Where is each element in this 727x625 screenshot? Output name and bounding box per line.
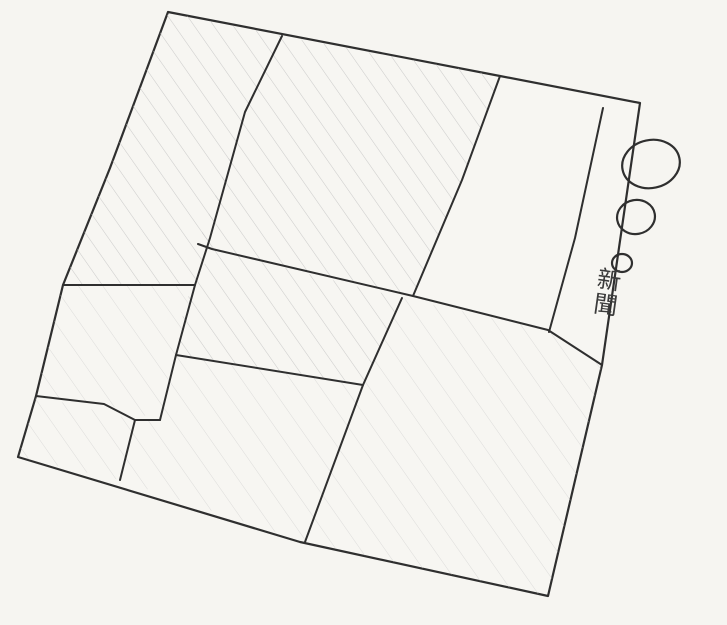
news-label: 新聞 [576,263,623,318]
